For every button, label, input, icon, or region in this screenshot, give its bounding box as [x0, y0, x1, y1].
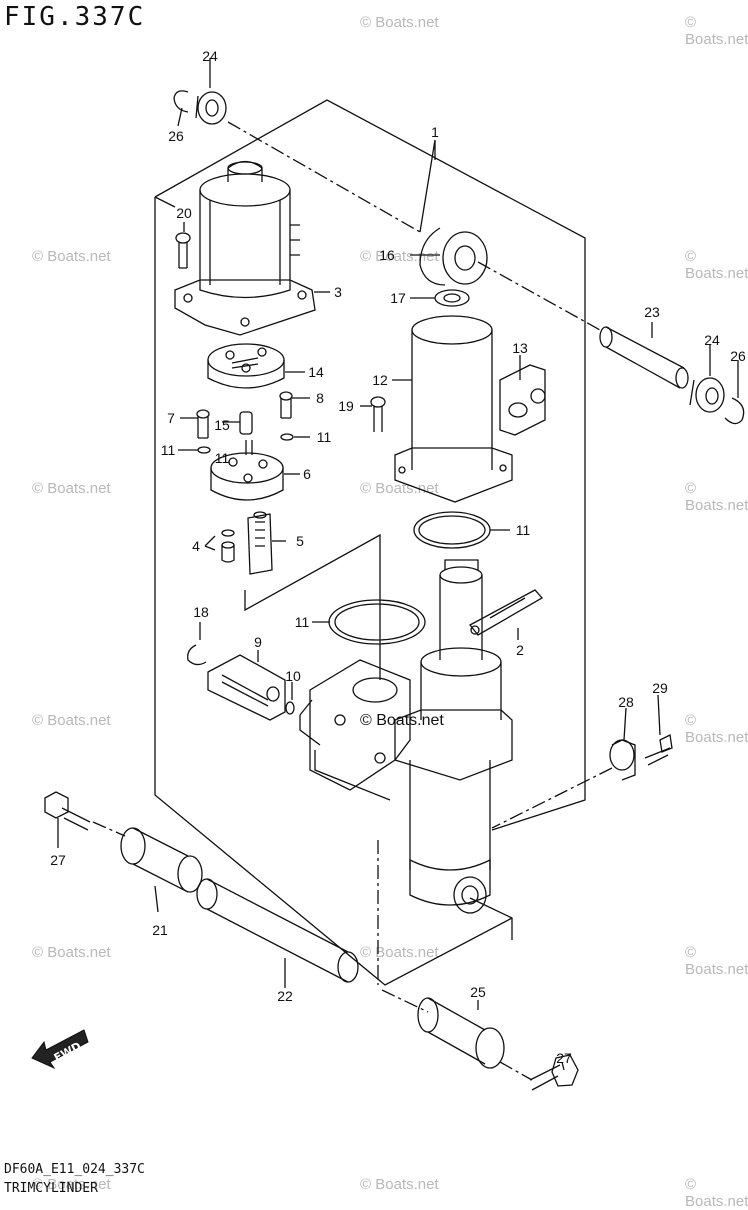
callout-11: 11 [515, 522, 531, 538]
oring-11-large [413, 511, 491, 549]
watermark: © Boats.net [32, 480, 111, 497]
callout-22: 22 [277, 988, 293, 1004]
rod-23 [599, 326, 689, 389]
oring-11 [280, 433, 294, 441]
callout-2: 2 [516, 642, 524, 658]
callout-4: 4 [192, 538, 200, 554]
callout-26: 26 [730, 348, 746, 364]
callout-17: 17 [390, 290, 406, 306]
trim-cylinder [394, 559, 513, 914]
callout-28: 28 [618, 694, 634, 710]
oring-17 [434, 289, 470, 307]
bushing-21 [120, 827, 203, 893]
callout-24: 24 [202, 48, 218, 64]
cap-16 [419, 227, 488, 286]
watermark: © Boats.net [685, 248, 748, 282]
callout-23: 23 [644, 304, 660, 320]
valve-13 [499, 364, 546, 436]
callout-9: 9 [254, 634, 262, 650]
screw-20 [175, 232, 191, 269]
bushing-25 [417, 997, 505, 1069]
oring-11 [197, 446, 211, 454]
callout-5: 5 [296, 533, 304, 549]
callout-16: 16 [379, 247, 395, 263]
callout-14: 14 [308, 364, 324, 380]
oring-11-large [328, 599, 426, 645]
watermark: © Boats.net [360, 248, 439, 265]
callout-11: 11 [294, 614, 310, 630]
valve-4 [221, 529, 235, 563]
callout-27: 27 [556, 1050, 572, 1066]
callout-7: 7 [167, 410, 175, 426]
snap-ring-18 [187, 644, 207, 666]
watermark: © Boats.net [685, 14, 748, 48]
watermark-center: © Boats.net [360, 712, 444, 729]
trim-motor-3 [174, 160, 316, 336]
valve-9 [207, 654, 286, 721]
callout-27: 27 [50, 852, 66, 868]
pin-15 [239, 411, 253, 435]
callout-6: 6 [303, 466, 311, 482]
callout-20: 20 [176, 205, 192, 221]
bolt-29 [644, 734, 673, 766]
bushing-24-top [173, 90, 227, 125]
reservoir-12 [394, 315, 513, 503]
watermark: © Boats.net [685, 944, 748, 978]
bracket-2 [469, 589, 544, 636]
watermark: © Boats.net [32, 944, 111, 961]
valve-body-6 [210, 440, 284, 501]
callout-19: 19 [338, 398, 354, 414]
watermark: © Boats.net [360, 1176, 439, 1193]
bolt-27-bottom [529, 1054, 579, 1091]
callout-29: 29 [652, 680, 668, 696]
bushing-24-right [689, 377, 725, 413]
snap-ring-26-right [724, 397, 745, 425]
callout-3: 3 [334, 284, 342, 300]
callout-12: 12 [372, 372, 388, 388]
callout-10: 10 [285, 668, 301, 684]
callout-24: 24 [704, 332, 720, 348]
watermark: © Boats.net [360, 944, 439, 961]
assembly-outline [154, 99, 586, 831]
callout-1: 1 [431, 124, 439, 140]
callout-15: 15 [214, 417, 230, 433]
pump-14 [207, 343, 285, 389]
figure-title: FIG.337C [4, 2, 146, 32]
watermark: © Boats.net [32, 1176, 111, 1193]
footer-name: TRIMCYLINDER [4, 1181, 98, 1196]
footer-code: DF60A_E11_024_337C [4, 1162, 145, 1177]
watermark: © Boats.net [360, 480, 439, 497]
callout-26: 26 [168, 128, 184, 144]
callout-8: 8 [316, 390, 324, 406]
watermark: © Boats.net [32, 712, 111, 729]
valve-assembly-5 [247, 511, 273, 575]
watermark: © Boats.net [32, 248, 111, 265]
watermark: © Boats.net [685, 712, 748, 746]
collar-28 [609, 739, 636, 781]
screw-8 [279, 391, 293, 419]
screw-19 [370, 396, 386, 432]
shaft-22 [196, 878, 359, 983]
callout-11: 11 [160, 442, 176, 458]
bolt-27 [44, 791, 91, 831]
callout-21: 21 [152, 922, 168, 938]
manifold-housing [299, 659, 411, 801]
callout-25: 25 [470, 984, 486, 1000]
callout-13: 13 [512, 340, 528, 356]
screw-7 [196, 409, 210, 439]
watermark: © Boats.net [360, 14, 439, 31]
watermark: © Boats.net [685, 480, 748, 514]
callout-11: 11 [316, 429, 332, 445]
callout-11: 11 [214, 450, 230, 466]
oring-10 [285, 701, 295, 715]
callout-18: 18 [193, 604, 209, 620]
fwd-arrow-icon: FWD [30, 1012, 92, 1070]
